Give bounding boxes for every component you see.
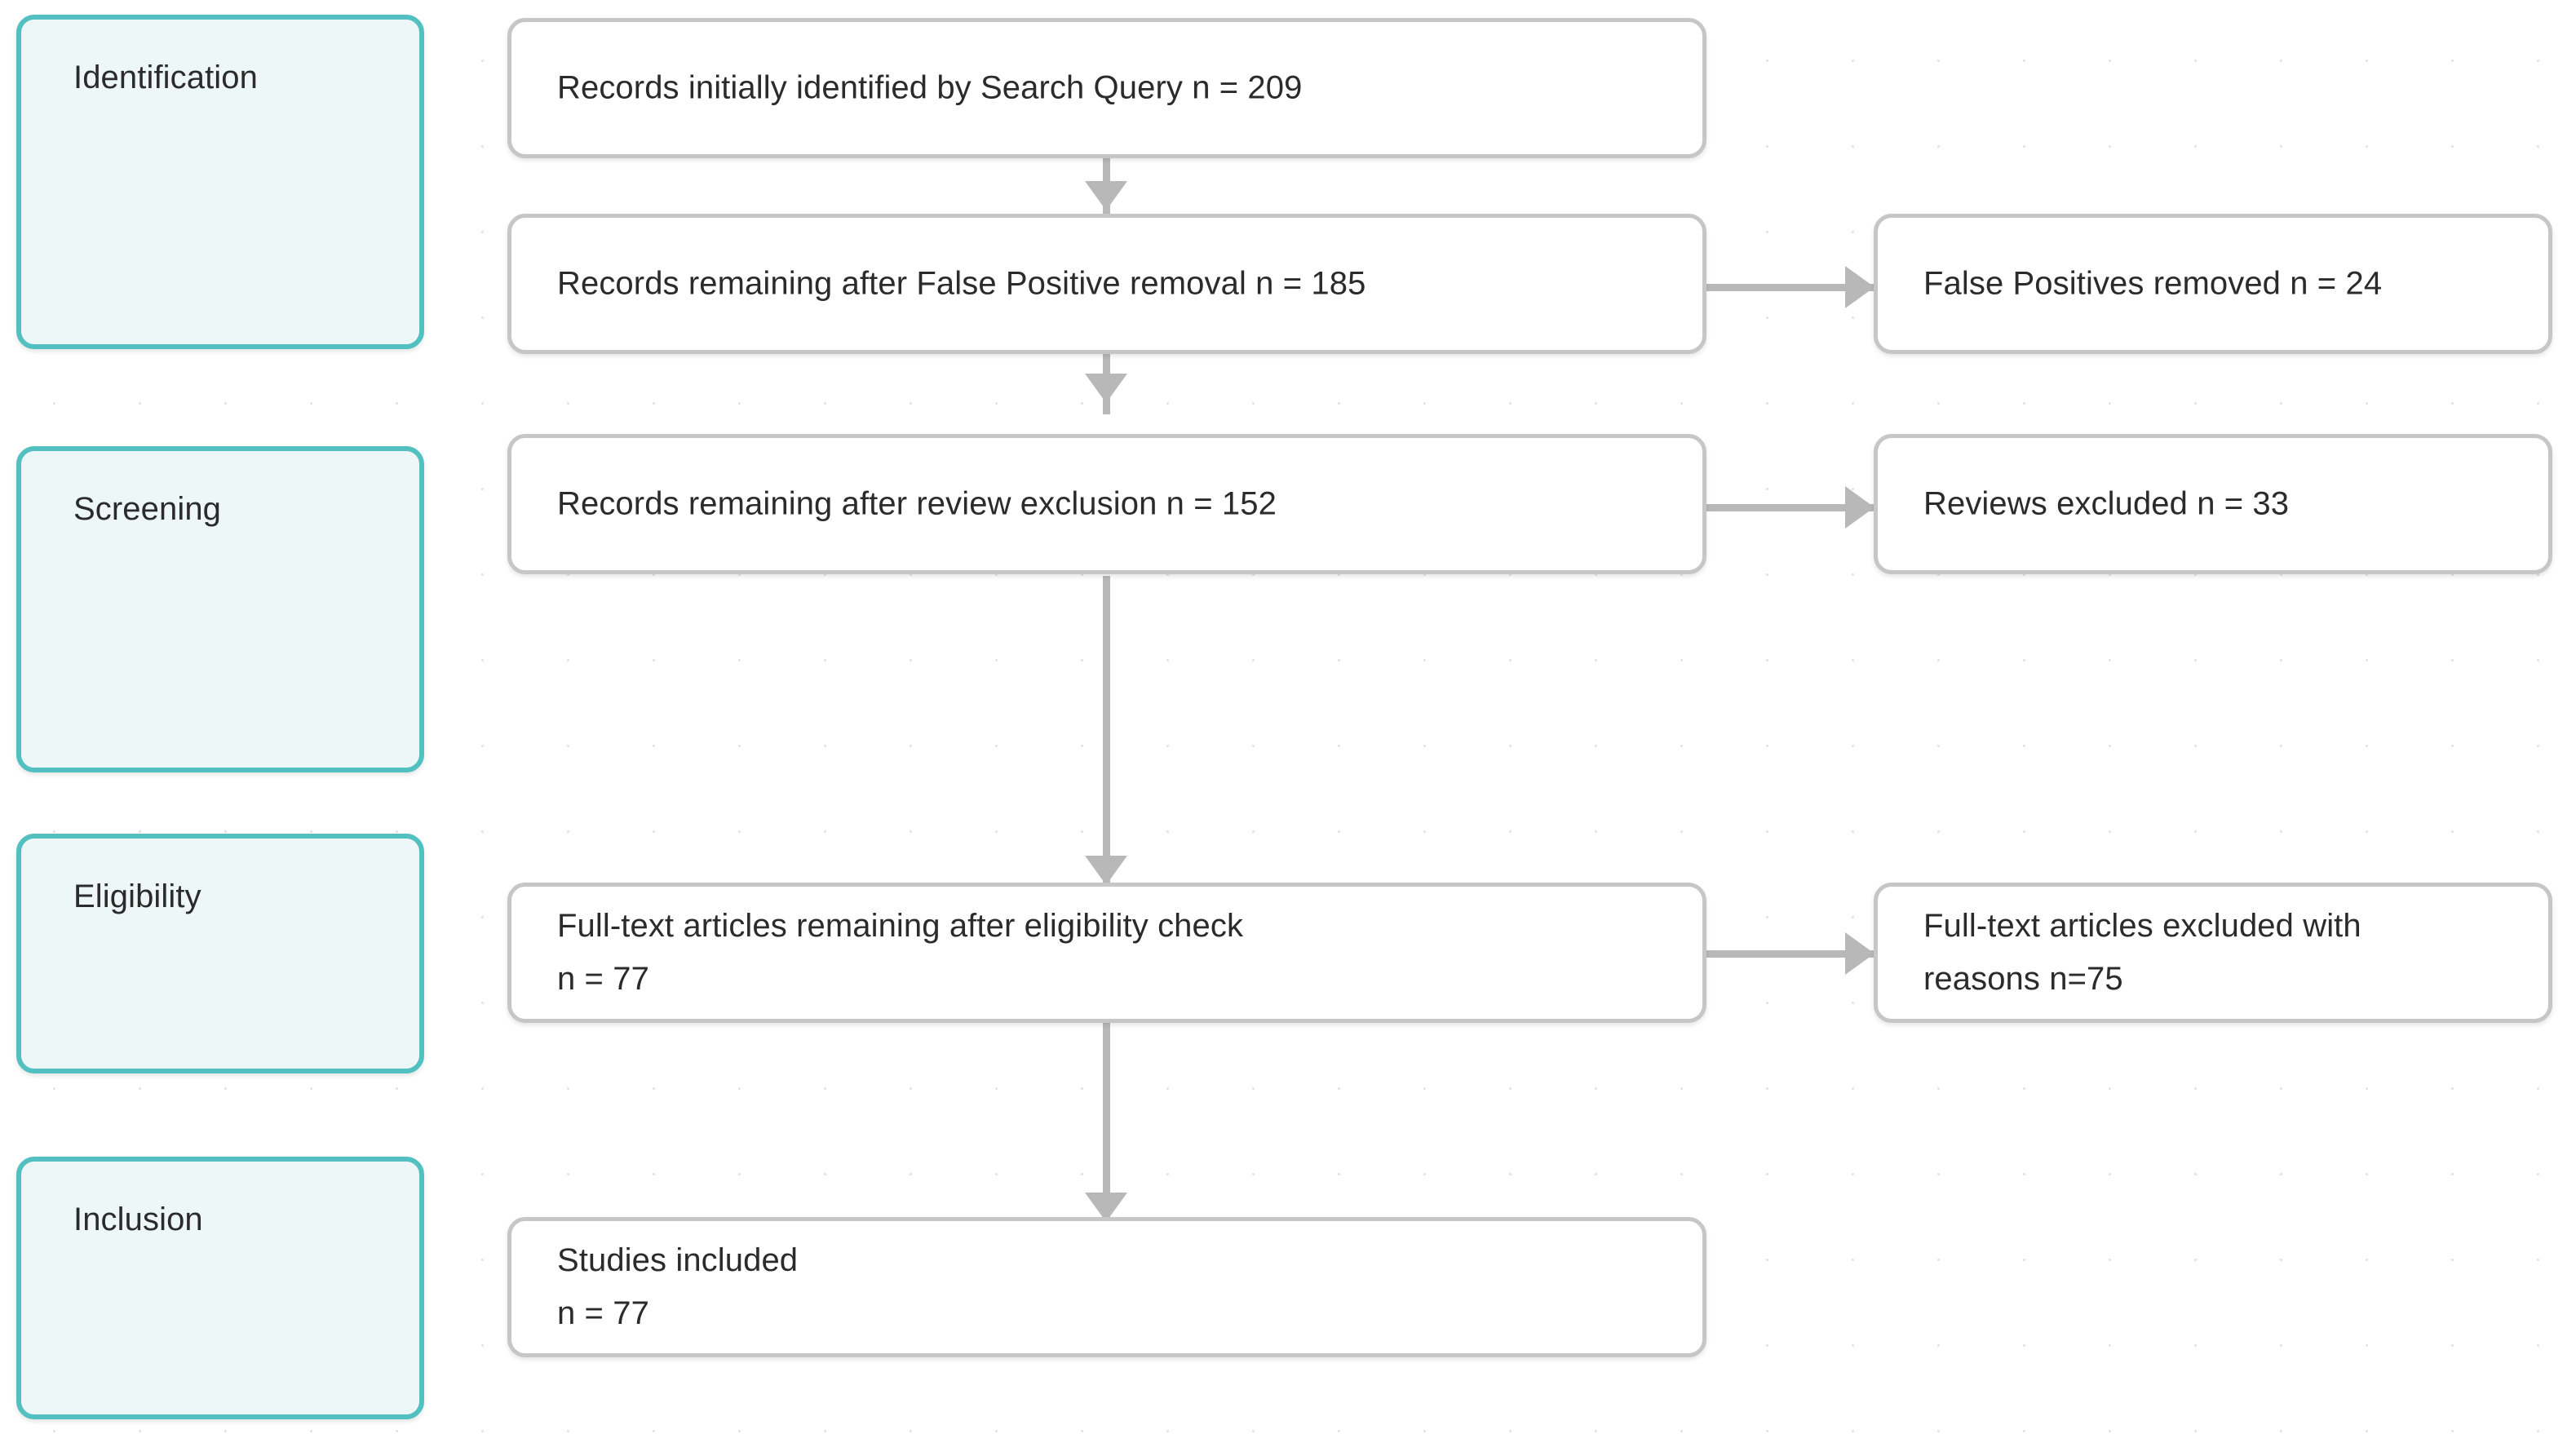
- node-fulltext-excluded-line-2: reasons n=75: [1923, 961, 2123, 997]
- node-fulltext-after-eligibility-text: Full-text articles remaining after eligi…: [557, 900, 1678, 1006]
- node-reviews-excluded-line-1: Reviews excluded n = 33: [1923, 485, 2290, 522]
- stage-label-eligibility: Eligibility: [73, 879, 201, 914]
- node-records-after-review-exclusion-text: Records remaining after review exclusion…: [557, 478, 1678, 531]
- connector-records-after-review-exclusion-to-reviews-excluded: [1705, 504, 1876, 511]
- stage-box-inclusion[interactable]: Inclusion: [16, 1157, 424, 1419]
- node-records-after-review-exclusion-line-1: Records remaining after review exclusion…: [557, 485, 1277, 522]
- node-studies-included-text: Studies included n = 77: [557, 1234, 1678, 1340]
- stage-box-eligibility[interactable]: Eligibility: [16, 834, 424, 1073]
- connector-fulltext-after-eligibility-to-fulltext-excluded: [1705, 950, 1876, 958]
- node-studies-included-line-2: n = 77: [557, 1295, 649, 1331]
- stage-label-identification: Identification: [73, 60, 258, 95]
- connector-fulltext-after-eligibility-to-studies-included: [1103, 1020, 1110, 1220]
- arrowhead-right-fulltext-after-eligibility-to-fulltext-excluded: [1845, 932, 1874, 975]
- node-fulltext-after-eligibility-line-1: Full-text articles remaining after eligi…: [557, 908, 1244, 945]
- node-records-identified-text: Records initially identified by Search Q…: [557, 62, 1678, 115]
- node-studies-included[interactable]: Studies included n = 77: [507, 1217, 1706, 1357]
- arrowhead-down-records-after-fp-removal-to-records-after-review-exclusion: [1085, 374, 1127, 403]
- node-fulltext-after-eligibility[interactable]: Full-text articles remaining after eligi…: [507, 883, 1706, 1023]
- node-fulltext-excluded-text: Full-text articles excluded with reasons…: [1923, 900, 2524, 1006]
- node-records-after-fp-removal[interactable]: Records remaining after False Positive r…: [507, 214, 1706, 354]
- node-reviews-excluded[interactable]: Reviews excluded n = 33: [1874, 434, 2552, 574]
- node-records-after-review-exclusion[interactable]: Records remaining after review exclusion…: [507, 434, 1706, 574]
- connector-records-after-review-exclusion-to-fulltext-after-eligibility: [1103, 576, 1110, 884]
- arrowhead-right-records-after-review-exclusion-to-reviews-excluded: [1845, 486, 1874, 529]
- arrowhead-right-records-after-fp-removal-to-false-positives-removed: [1845, 266, 1874, 308]
- stage-box-screening[interactable]: Screening: [16, 446, 424, 772]
- node-records-after-fp-removal-line-1: Records remaining after False Positive r…: [557, 265, 1366, 302]
- stage-box-identification[interactable]: Identification: [16, 15, 424, 349]
- node-fulltext-excluded[interactable]: Full-text articles excluded with reasons…: [1874, 883, 2552, 1023]
- stage-label-inclusion: Inclusion: [73, 1202, 203, 1237]
- node-studies-included-line-1: Studies included: [557, 1242, 799, 1279]
- node-records-identified-line-1: Records initially identified by Search Q…: [557, 69, 1303, 106]
- stage-label-screening: Screening: [73, 491, 222, 527]
- node-records-identified[interactable]: Records initially identified by Search Q…: [507, 18, 1706, 158]
- node-fulltext-excluded-line-1: Full-text articles excluded with: [1923, 908, 2361, 945]
- connector-records-after-fp-removal-to-false-positives-removed: [1705, 284, 1876, 291]
- node-records-after-fp-removal-text: Records remaining after False Positive r…: [557, 258, 1678, 311]
- node-reviews-excluded-text: Reviews excluded n = 33: [1923, 478, 2524, 531]
- node-false-positives-removed-text: False Positives removed n = 24: [1923, 258, 2524, 311]
- arrowhead-down-records-after-review-exclusion-to-fulltext-after-eligibility: [1085, 856, 1127, 885]
- node-false-positives-removed-line-1: False Positives removed n = 24: [1923, 265, 2383, 302]
- node-false-positives-removed[interactable]: False Positives removed n = 24: [1874, 214, 2552, 354]
- arrowhead-down-records-identified-to-records-after-fp-removal: [1085, 181, 1127, 210]
- node-fulltext-after-eligibility-line-2: n = 77: [557, 961, 649, 997]
